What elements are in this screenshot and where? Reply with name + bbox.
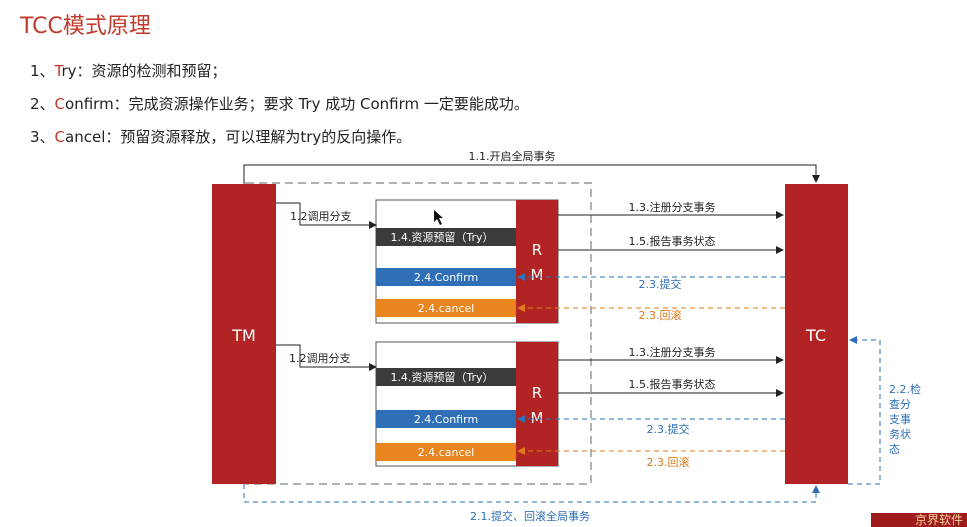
- cancel-bar-1: [376, 299, 516, 317]
- arrow-call-branch-2: [276, 344, 377, 371]
- reserve-bar-2: [376, 368, 516, 386]
- page-title: TCC模式原理: [20, 14, 151, 39]
- rm-letter-m: M: [531, 409, 544, 427]
- confirm-label-2: 2.4.Confirm: [414, 413, 478, 426]
- point-try: 1、Try：资源的检测和预留；: [30, 60, 227, 81]
- arrow-call-branch-1: [276, 202, 377, 229]
- reserve-label-1: 1.4.资源预留（Try）: [390, 230, 493, 244]
- point-confirm: 2、Confirm：完成资源操作业务；要求 Try 成功 Confirm 一定要…: [30, 93, 529, 114]
- label-commit-1: 2.3.提交: [639, 277, 682, 291]
- label-check-branch-4: 务状: [889, 427, 911, 441]
- label-start-global: 1.1.开启全局事务: [469, 149, 556, 163]
- corner-watermark: 京界软件: [871, 513, 967, 527]
- reserve-label-2: 1.4.资源预留（Try）: [390, 370, 493, 384]
- label-register-1: 1.3.注册分支事务: [629, 200, 716, 214]
- label-report-1: 1.5.报告事务状态: [629, 234, 716, 248]
- point-number: 1、: [30, 62, 55, 80]
- label-check-branch-1: 2.2.检: [889, 382, 921, 396]
- point-initial: C: [54, 128, 66, 146]
- label-call-branch-2: 1.2调用分支: [289, 352, 351, 365]
- tm-label: TM: [231, 326, 256, 345]
- point-initial: T: [54, 62, 62, 80]
- label-global-commit: 2.1.提交、回滚全局事务: [470, 509, 590, 523]
- label-check-branch-3: 支事: [889, 413, 911, 426]
- label-report-2: 1.5.报告事务状态: [629, 377, 716, 391]
- cancel-label-2: 2.4.cancel: [418, 446, 475, 459]
- rm-letter-r: R: [532, 384, 542, 402]
- global-transaction-box: [245, 182, 592, 485]
- arrow-global-commit: [243, 484, 820, 503]
- rm-box-1: [516, 200, 558, 323]
- rm-letter-r: R: [532, 241, 542, 259]
- label-rollback-2: 2.3.回滚: [647, 455, 690, 469]
- point-text: ancel：预留资源释放，可以理解为try的反向操作。: [65, 128, 412, 146]
- point-number: 3、: [30, 128, 55, 146]
- confirm-bar-2: [376, 410, 516, 428]
- reserve-bar-1: [376, 228, 516, 246]
- cursor-icon: [434, 210, 443, 225]
- point-text: onfirm：完成资源操作业务；要求 Try 成功 Confirm 一定要能成功…: [65, 95, 529, 113]
- point-text: ry：资源的检测和预留；: [61, 62, 227, 80]
- rm-letter-m: M: [531, 266, 544, 284]
- point-number: 2、: [30, 95, 55, 113]
- confirm-bar-1: [376, 268, 516, 286]
- point-cancel: 3、Cancel：预留资源释放，可以理解为try的反向操作。: [30, 126, 411, 147]
- label-check-branch-2: 查分: [889, 397, 911, 411]
- point-initial: C: [54, 95, 66, 113]
- tc-box: [785, 184, 848, 484]
- label-register-2: 1.3.注册分支事务: [629, 345, 716, 359]
- label-commit-2: 2.3.提交: [647, 422, 690, 436]
- tc-label: TC: [805, 326, 826, 345]
- rm-box-2: [516, 342, 558, 466]
- arrow-check-branch: [848, 336, 881, 485]
- cancel-label-1: 2.4.cancel: [418, 302, 475, 315]
- label-call-branch-1: 1.2调用分支: [290, 210, 352, 223]
- label-rollback-1: 2.3.回滚: [639, 308, 682, 322]
- arrow-start-global: [243, 164, 820, 184]
- label-check-branch-5: 态: [889, 443, 900, 456]
- cancel-bar-2: [376, 443, 516, 461]
- tm-box: [212, 184, 276, 484]
- confirm-label-1: 2.4.Confirm: [414, 271, 478, 284]
